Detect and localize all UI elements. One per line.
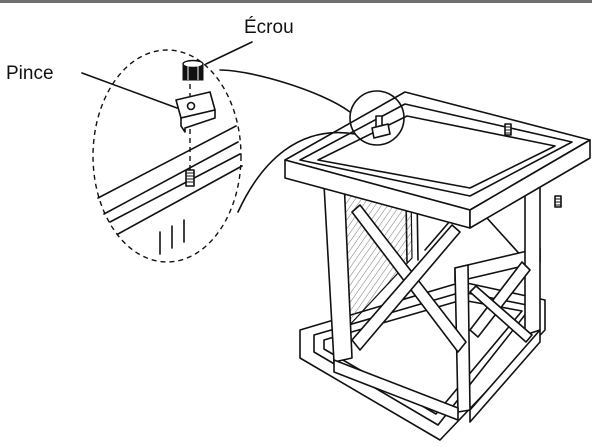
leader-clip <box>81 72 178 109</box>
nut-icon <box>182 59 204 81</box>
detail-view <box>92 49 243 263</box>
leader-nut <box>205 41 253 65</box>
zoom-connector <box>219 69 356 213</box>
label-nut: Écrou <box>244 17 294 38</box>
threaded-stud-icon <box>185 169 195 187</box>
top-border <box>0 0 592 3</box>
zoom-source-circle <box>349 90 405 146</box>
label-clip: Pince <box>6 63 54 84</box>
lantern-frame <box>284 91 591 423</box>
detail-ellipse <box>92 49 242 263</box>
clip-icon <box>175 91 216 133</box>
